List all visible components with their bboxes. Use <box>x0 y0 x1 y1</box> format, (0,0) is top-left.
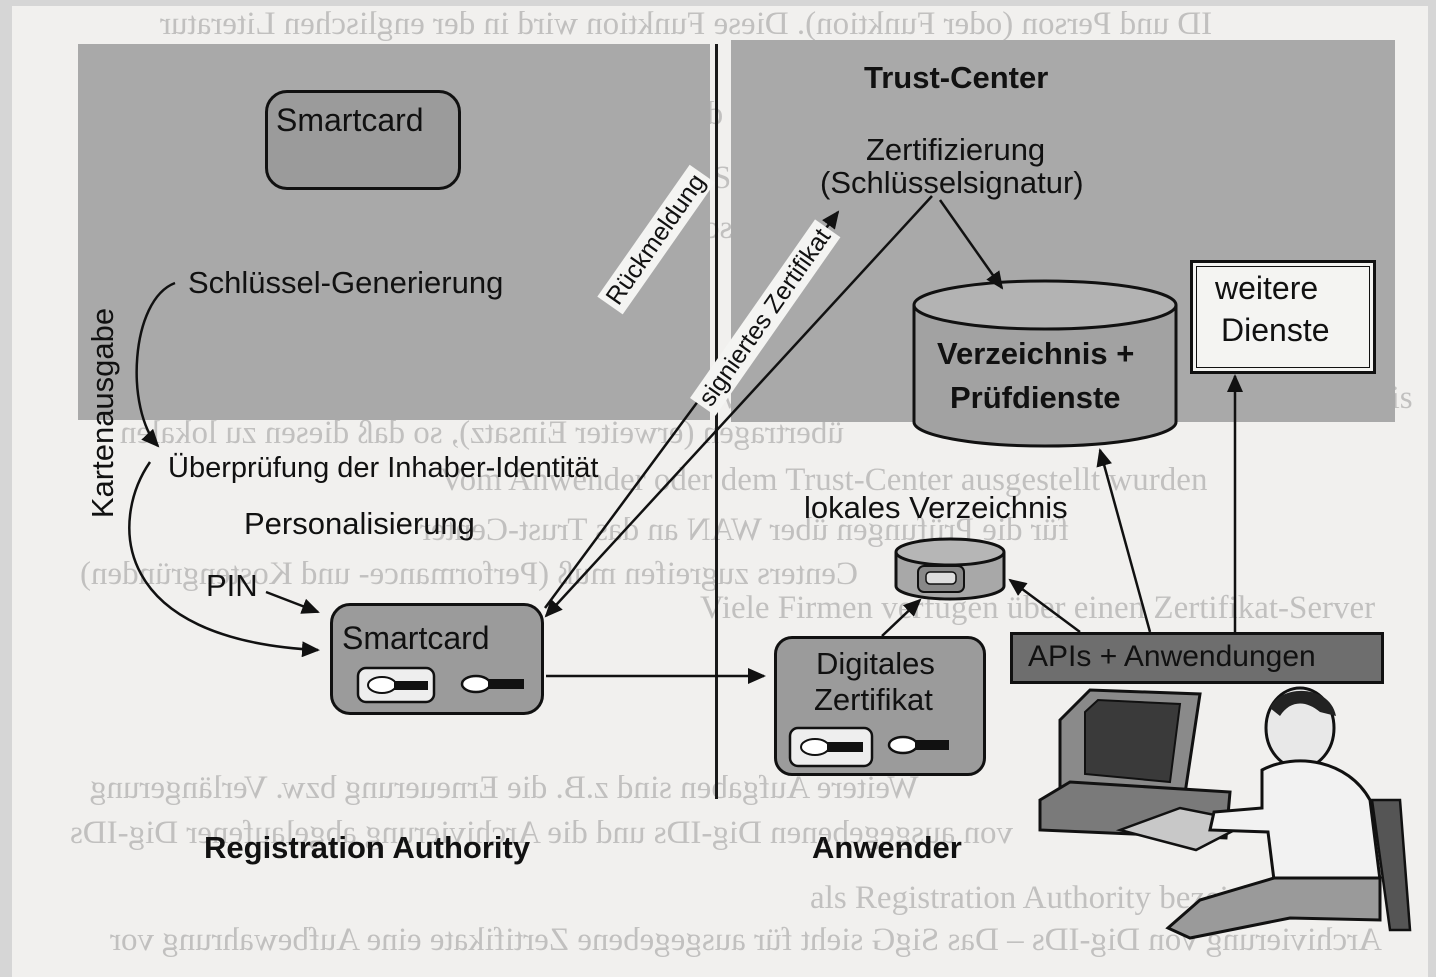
arrow-signiertes-zertifikat <box>544 195 933 618</box>
schluessel-generierung-label: Schlüssel-Generierung <box>188 265 504 300</box>
arrow-check-to-smartcard <box>128 461 320 658</box>
verzeichnis-label-2: Prüfdienste <box>950 380 1121 415</box>
registration-authority-label: Registration Authority <box>204 830 531 865</box>
arrow-zert-to-verzeichnis <box>938 199 1004 290</box>
smartcard-top-label: Smartcard <box>276 102 424 138</box>
smartcard-ra-label: Smartcard <box>342 620 490 656</box>
arrow-apis-to-verzeichnis <box>1096 448 1152 633</box>
weitere-dienste-box <box>1190 260 1376 374</box>
trust-center-title: Trust-Center <box>864 60 1049 95</box>
ueberpruefung-label: Überprüfung der Inhaber-Identität <box>168 452 599 484</box>
apis-bar <box>1010 632 1384 684</box>
weitere-label-1: weitere <box>1215 270 1319 306</box>
divider-line <box>715 44 718 799</box>
key-icon <box>887 735 949 755</box>
key-icon <box>356 666 436 704</box>
lokales-verzeichnis-cylinder <box>894 537 1006 601</box>
user-at-computer-illustration <box>1038 686 1412 940</box>
personalisierung-label: Personalisierung <box>244 506 475 541</box>
key-icon <box>788 726 874 768</box>
arrow-apis-to-local <box>1008 578 1081 634</box>
digitales-label-1: Digitales <box>816 646 935 681</box>
pin-label: PIN <box>206 568 258 603</box>
key-icon <box>460 674 524 694</box>
digitales-label-2: Zertifikat <box>814 682 933 717</box>
smartcard-box-top <box>265 90 461 190</box>
apis-label: APIs + Anwendungen <box>1028 640 1316 673</box>
arrow-keygen-to-check <box>135 281 176 448</box>
verzeichnis-label-1: Verzeichnis + <box>937 336 1135 371</box>
arrow-cert-to-local <box>881 598 922 637</box>
weitere-label-2: Dienste <box>1221 312 1330 348</box>
zertifizierung-label: Zertifizierung <box>866 132 1046 167</box>
arrow-pin-to-smartcard <box>265 590 320 614</box>
verzeichnis-cylinder <box>912 279 1178 448</box>
lokales-verzeichnis-label: lokales Verzeichnis <box>804 490 1068 525</box>
kartenausgabe-label: Kartenausgabe <box>85 307 120 519</box>
schluesselsignatur-label: (Schlüsselsignatur) <box>820 165 1084 200</box>
anwender-label: Anwender <box>812 830 962 865</box>
